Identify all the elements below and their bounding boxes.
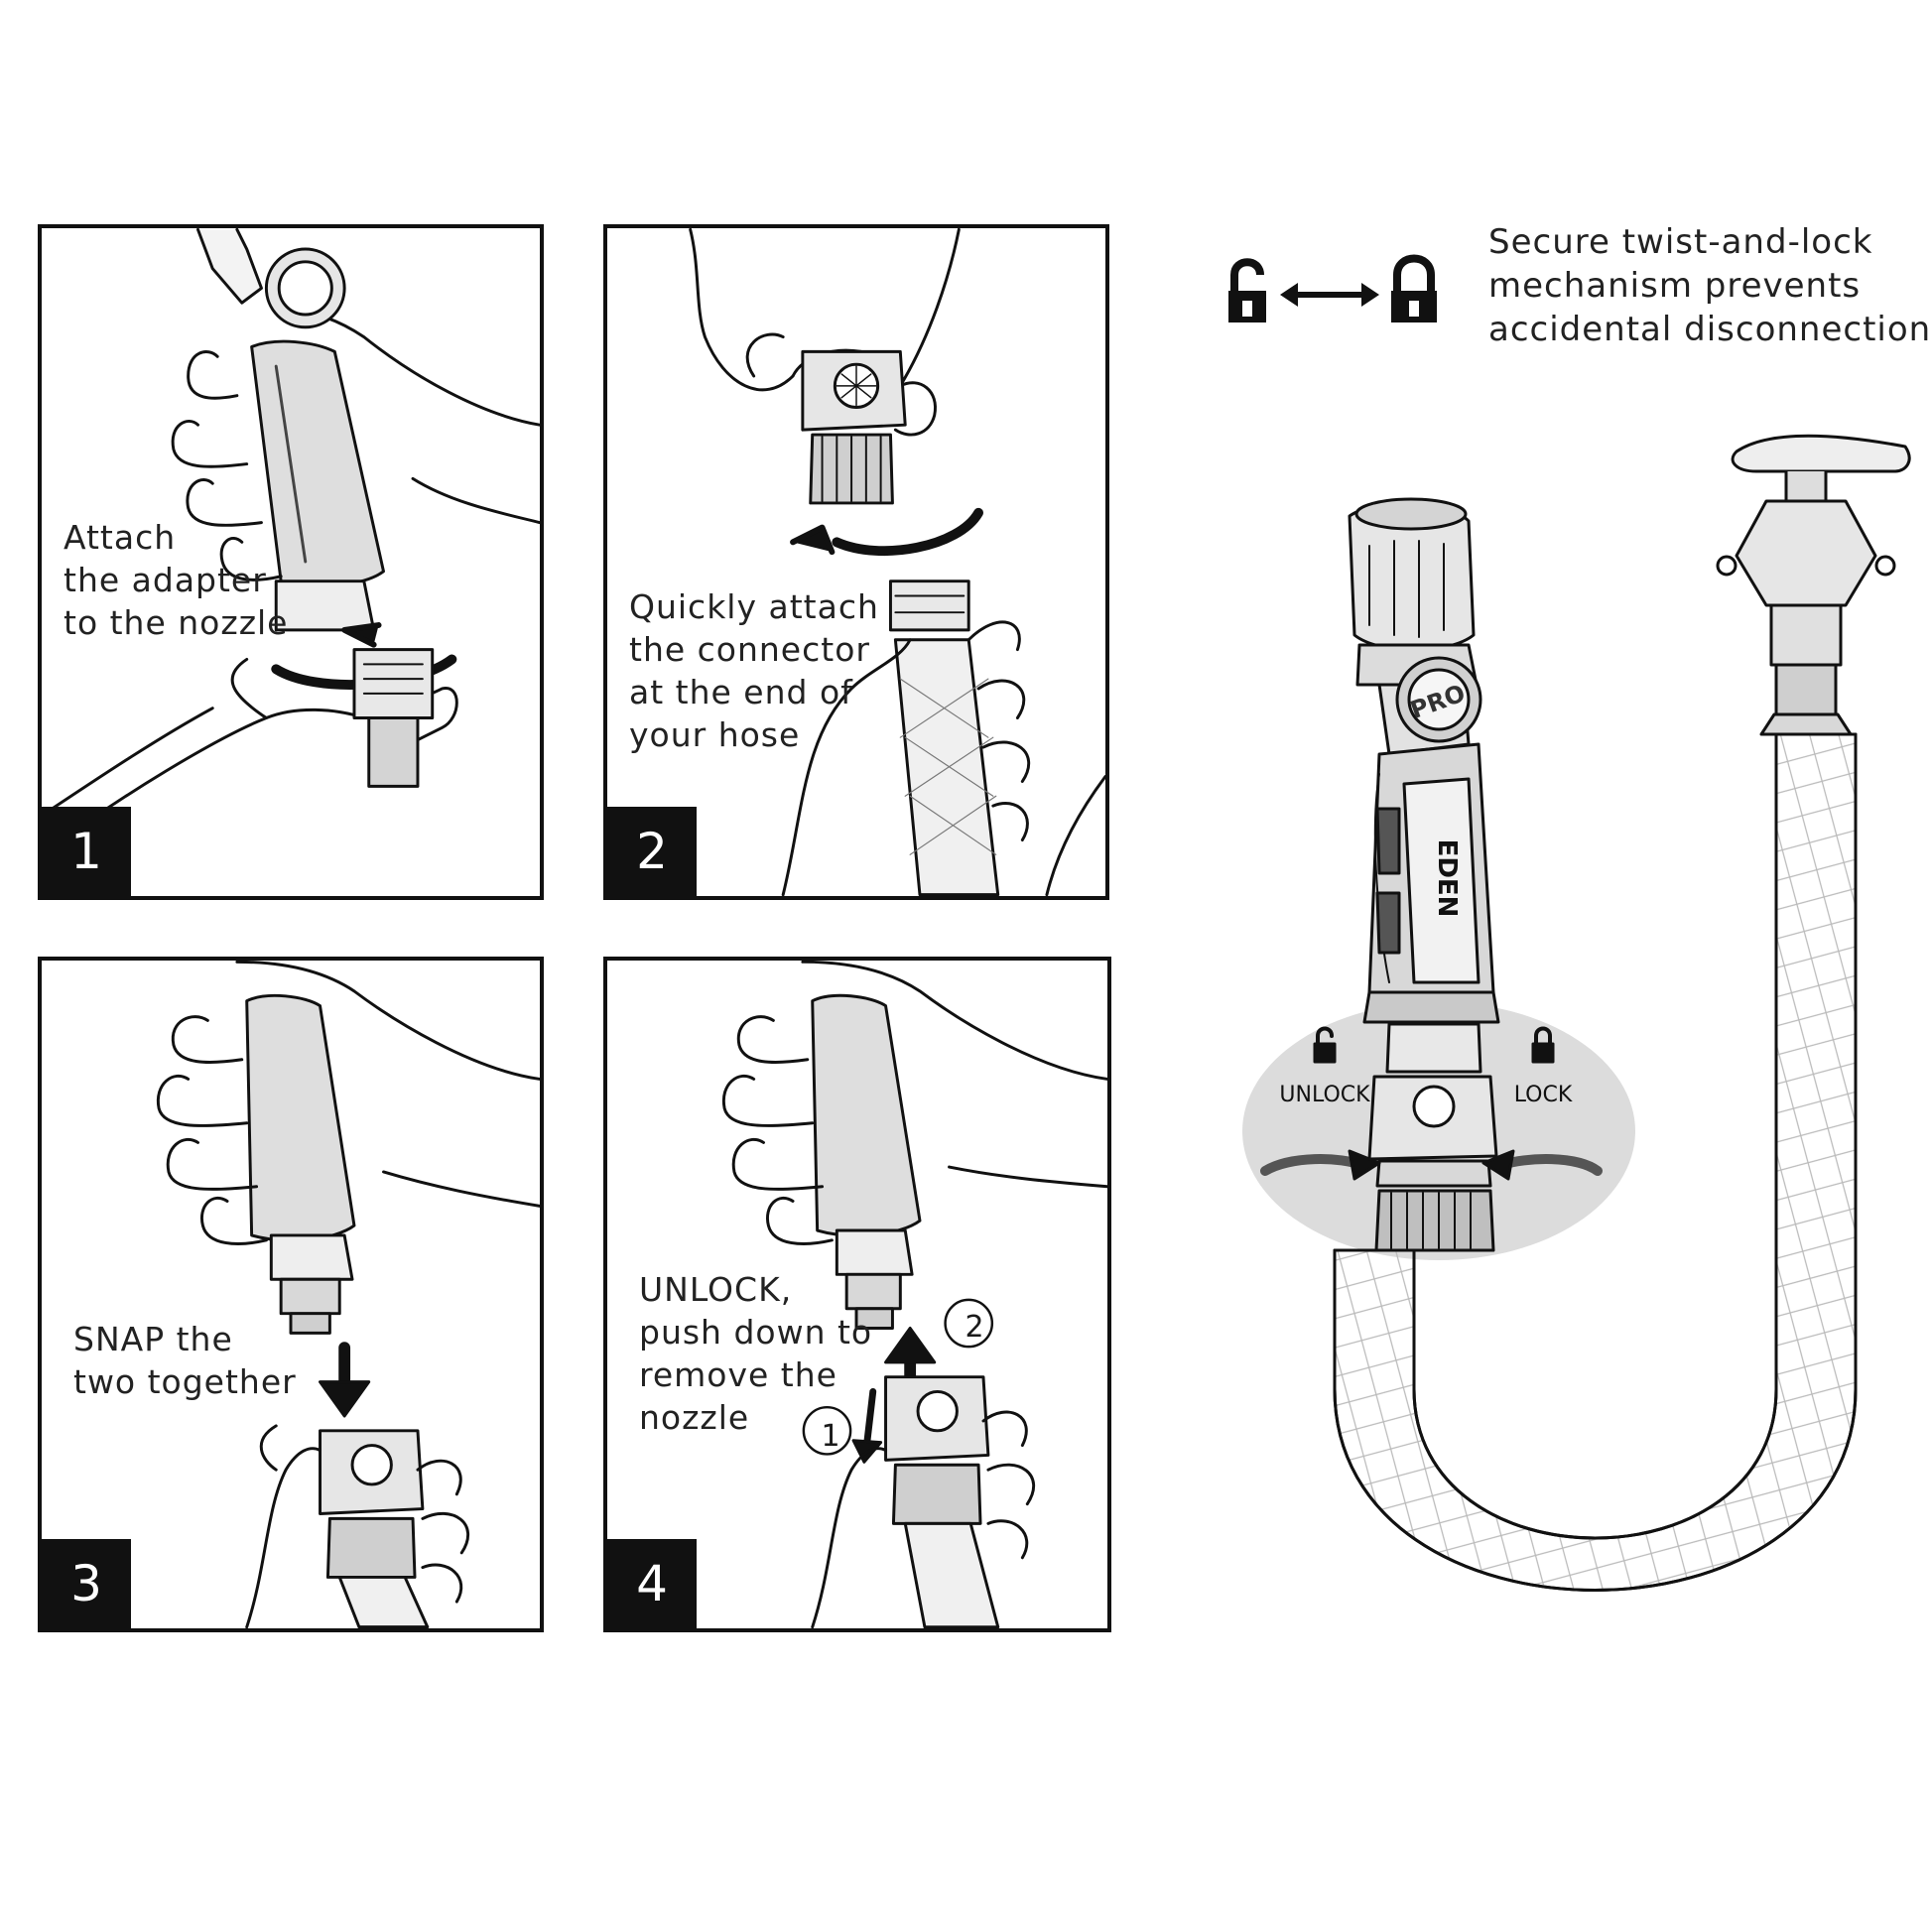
step-panel-2: 2 Quickly attach the connector at the en… [603, 224, 1109, 900]
caption-line: nozzle [639, 1398, 750, 1437]
step-number-3: 3 [42, 1539, 131, 1628]
caption-line: Quickly attach [629, 587, 879, 626]
caption-line: UNLOCK, [639, 1270, 793, 1309]
caption-line: remove the [639, 1355, 837, 1394]
caption-line: push down to [639, 1313, 873, 1352]
hose-assembly-illustration: PRO EDEN UNLOCK LOCK [1242, 434, 1911, 1592]
step-panel-3: 3 SNAP the two together [38, 957, 544, 1632]
step-1-illustration [42, 228, 540, 856]
locked-padlock-icon [1391, 254, 1437, 322]
lock-label: LOCK [1514, 1083, 1573, 1107]
caption-line: two together [73, 1362, 297, 1401]
twist-lock-caption: Secure twist-and-lock mechanism prevents… [1488, 220, 1931, 351]
caption-line: mechanism prevents [1488, 266, 1862, 306]
step-panel-4: 2 4 UNLOCK, push down to remove the nozz… [603, 957, 1111, 1632]
unlocked-padlock-icon [1228, 258, 1266, 322]
step-2-illustration [689, 228, 1105, 896]
lock-legend [1228, 254, 1437, 322]
step-number-1: 1 [42, 807, 131, 896]
step-1-caption: Attach the adapter to the nozzle [64, 516, 289, 644]
step-2-caption: Quickly attach the connector at the end … [629, 585, 879, 756]
step-4-illustration [721, 961, 1107, 1628]
caption-line: the adapter [64, 561, 267, 599]
step-4-marker-2-label: 2 [965, 1310, 984, 1345]
caption-line: Secure twist-and-lock [1488, 222, 1873, 262]
step-number-2: 2 [607, 807, 697, 896]
caption-line: your hose [629, 715, 801, 754]
caption-line: accidental disconnection [1488, 310, 1931, 349]
caption-line: Attach [64, 518, 177, 557]
step-3-caption: SNAP the two together [73, 1318, 297, 1403]
step-number-4: 4 [607, 1539, 697, 1628]
step-4-marker-1-label: 1 [821, 1419, 840, 1454]
double-arrow-icon [1280, 283, 1379, 307]
caption-line: at the end of [629, 673, 853, 711]
unlock-label: UNLOCK [1279, 1083, 1370, 1107]
step-3-illustration [156, 961, 540, 1628]
step-panel-1: 1 Attach the adapter to the nozzle [38, 224, 544, 900]
step-4-caption: UNLOCK, push down to remove the nozzle [639, 1268, 872, 1439]
caption-line: to the nozzle [64, 603, 289, 642]
caption-line: the connector [629, 630, 870, 669]
caption-line: SNAP the [73, 1320, 233, 1358]
brand-text: EDEN [1432, 839, 1462, 918]
